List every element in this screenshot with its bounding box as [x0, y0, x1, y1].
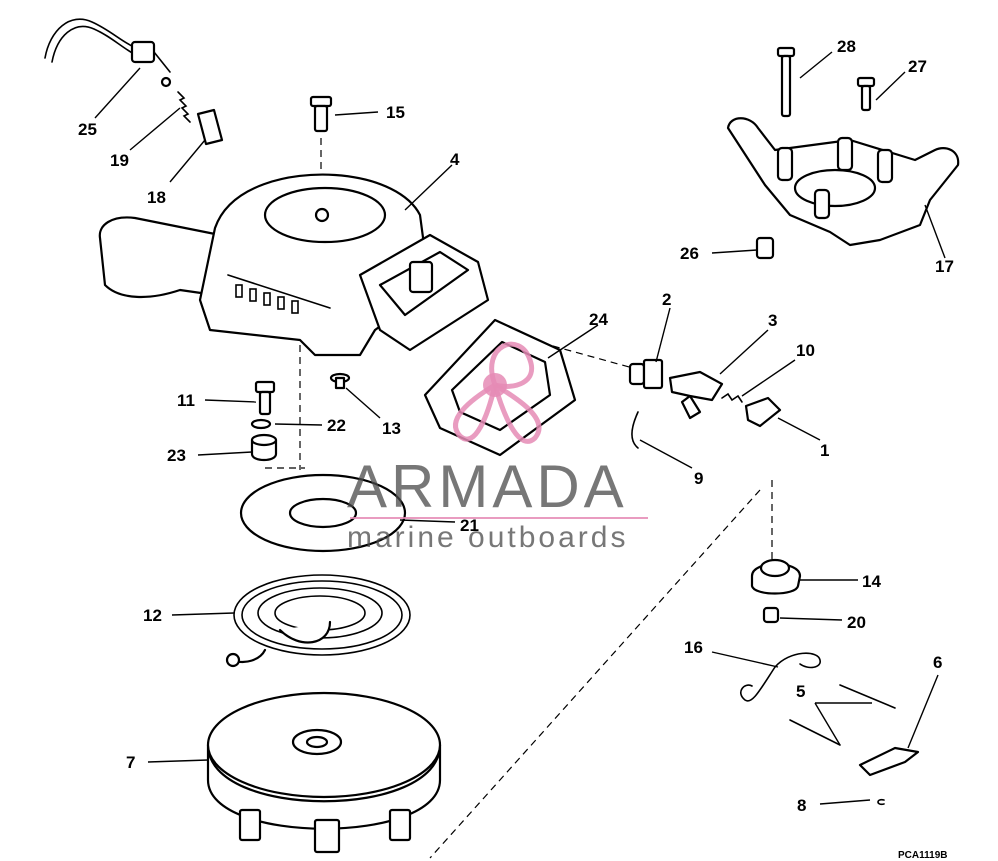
part-bolt-28	[776, 46, 796, 118]
part-bolt-15	[309, 95, 333, 133]
callout-14: 14	[862, 572, 881, 591]
callout-3: 3	[768, 311, 777, 330]
callout-26: 26	[680, 244, 699, 263]
part-interlock-2	[628, 358, 664, 390]
callout-leaders	[94, 51, 946, 805]
callout-6: 6	[933, 653, 942, 672]
callout-25: 25	[78, 120, 97, 139]
callout-5: 5	[796, 682, 805, 701]
callout-1: 1	[820, 441, 829, 460]
part-spring-10	[721, 392, 743, 403]
part-bolt-27	[856, 76, 876, 112]
callout-13: 13	[382, 419, 401, 438]
callout-12: 12	[143, 606, 162, 625]
part-link-5	[789, 684, 896, 746]
callout-23: 23	[167, 446, 186, 465]
callout-16: 16	[684, 638, 703, 657]
part-pulley	[206, 691, 442, 854]
part-washer-22	[250, 418, 272, 430]
part-clip-9	[631, 411, 639, 449]
callout-21: 21	[460, 516, 479, 535]
callout-24: 24	[589, 310, 608, 329]
watermark-tagline: marine outboards	[347, 521, 628, 554]
callout-28: 28	[837, 37, 856, 56]
callout-4: 4	[450, 150, 460, 169]
callout-18: 18	[147, 188, 166, 207]
part-block-1	[744, 396, 782, 428]
part-screw-11	[254, 380, 276, 416]
part-choke-cable	[44, 18, 172, 88]
housing-vent-slots	[235, 284, 299, 314]
drawing-code: PCA1119B	[898, 850, 947, 861]
part-nut-20	[762, 606, 780, 624]
part-recoil-spring	[225, 574, 411, 668]
callout-9: 9	[694, 469, 703, 488]
part-bushing-26	[755, 236, 775, 260]
propeller-icon	[453, 341, 542, 444]
callout-11: 11	[177, 391, 195, 410]
callout-17: 17	[935, 257, 954, 276]
armada-watermark: ARMADA marine outboards	[347, 341, 648, 554]
part-clip-8	[877, 798, 885, 806]
part-pawl-6	[858, 746, 920, 777]
callout-20: 20	[847, 613, 866, 632]
part-plate-21	[239, 473, 407, 553]
callout-15: 15	[386, 103, 405, 122]
callout-10: 10	[796, 341, 815, 360]
callout-22: 22	[327, 416, 346, 435]
callout-19: 19	[110, 151, 129, 170]
part-hub-14	[750, 558, 802, 595]
watermark-brand: ARMADA	[347, 453, 628, 520]
part-mounting-bracket	[726, 117, 960, 247]
part-bushing-23	[250, 433, 278, 462]
part-plunger-18	[196, 108, 224, 146]
part-pin-13	[329, 372, 351, 390]
part-lever-3	[668, 370, 724, 420]
part-pawl-spring-16	[740, 652, 821, 702]
callout-7: 7	[126, 753, 135, 772]
callout-2: 2	[662, 290, 671, 309]
callout-8: 8	[797, 796, 806, 815]
callout-27: 27	[908, 57, 927, 76]
part-spring-19	[177, 91, 191, 123]
callout-labels: 1 2 3 4 5 6 7 8 9 10 11 12 13 14 15 16 1…	[78, 37, 954, 815]
part-starter-housing	[98, 173, 490, 357]
